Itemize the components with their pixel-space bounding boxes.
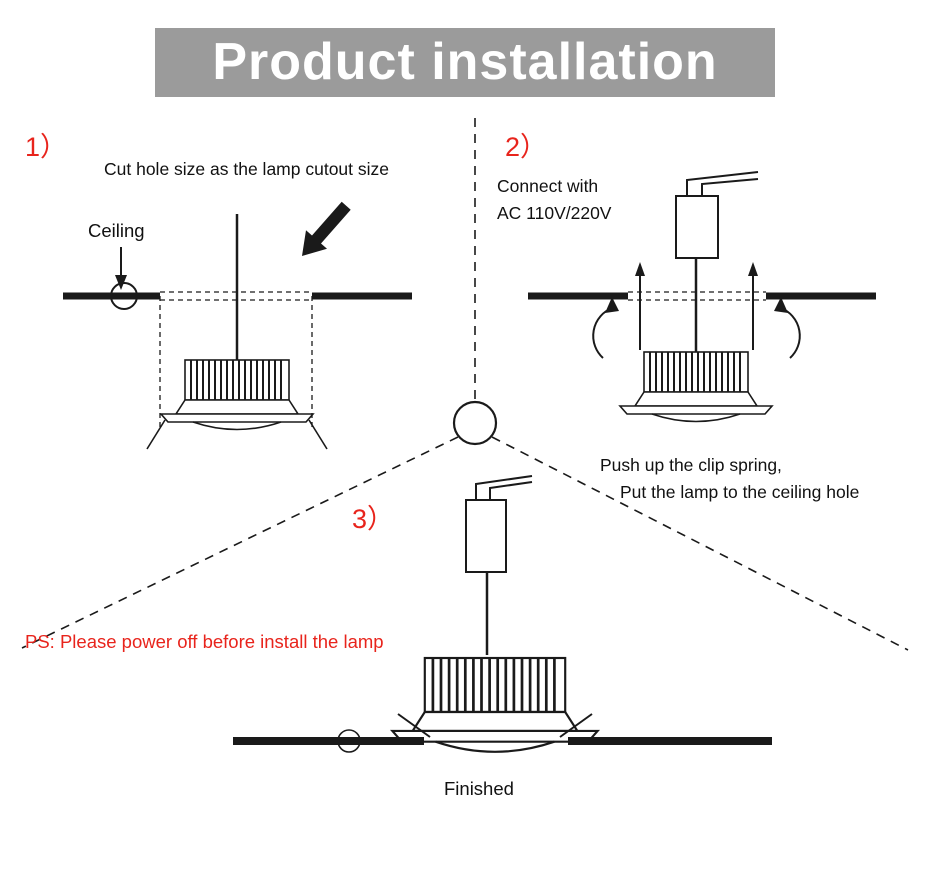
big-down-left-arrow-icon	[302, 201, 351, 256]
step1-number: 1）	[25, 132, 68, 162]
downlight-lamp-step1	[160, 359, 314, 431]
divider-hub-circle	[452, 400, 498, 446]
ceiling-marker-circle	[110, 282, 138, 310]
finished-label: Finished	[444, 778, 514, 799]
power-off-warning: PS: Please power off before install the …	[25, 631, 384, 652]
step2-drawing	[528, 171, 876, 423]
clip-spring-right	[748, 262, 758, 350]
step2-connect-line2: AC 110V/220V	[497, 203, 612, 223]
step1-instruction: Cut hole size as the lamp cutout size	[104, 159, 390, 179]
clip-spring-left	[635, 262, 645, 350]
led-driver-step2	[675, 195, 719, 259]
push-up-arrow-right-icon	[774, 297, 801, 359]
step3-number: 3）	[352, 504, 395, 534]
ceiling-pointer-arrow-icon	[115, 247, 127, 290]
ceiling-screw-circle	[337, 729, 361, 753]
step1-drawing	[63, 201, 412, 450]
step3-drawing	[233, 475, 772, 754]
push-up-arrow-left-icon	[592, 297, 619, 359]
step2-number: 2）	[505, 132, 548, 162]
downlight-lamp-step2	[619, 351, 773, 423]
ceiling-label: Ceiling	[88, 220, 145, 241]
led-driver-step3	[465, 499, 507, 573]
section-divider-lines	[21, 118, 909, 651]
step2-note-line2: Put the lamp to the ceiling hole	[620, 482, 860, 502]
step2-note-line1: Push up the clip spring,	[600, 455, 782, 475]
step2-connect-line1: Connect with	[497, 176, 599, 196]
page-title: Product installation	[155, 28, 775, 97]
